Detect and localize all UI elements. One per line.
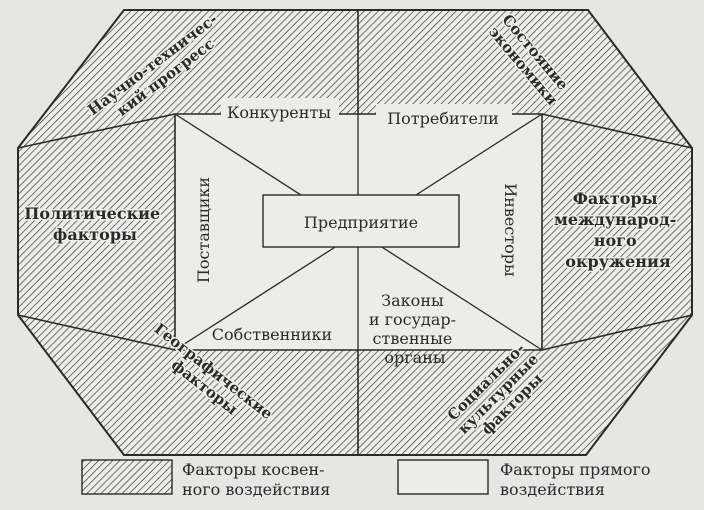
laws-line-2: и государ- bbox=[369, 310, 456, 329]
legend-indirect-line-1: Факторы косвен- bbox=[182, 460, 325, 479]
legend-indirect-line-2: ного воздействия bbox=[182, 480, 330, 499]
laws-line-3: ственные bbox=[373, 329, 453, 348]
consumers-label: Потребители bbox=[387, 109, 499, 128]
international-line-3: ного bbox=[594, 231, 637, 250]
laws-line-1: Законы bbox=[381, 291, 444, 310]
laws-label: Законы и государ- ственные органы bbox=[369, 291, 461, 367]
consumers-bg bbox=[376, 104, 512, 132]
suppliers-label: Поставщики bbox=[194, 177, 213, 283]
legend-direct-label: Факторы прямого воздействия bbox=[500, 460, 656, 499]
legend-indirect-swatch bbox=[81, 459, 173, 495]
international-line-1: Факторы bbox=[573, 189, 658, 208]
legend-direct-line-2: воздействия bbox=[500, 480, 605, 499]
international-line-2: междунаpод- bbox=[554, 210, 676, 229]
international-label: Факторы междунаpод- ного окружения bbox=[554, 189, 682, 271]
international-line-4: окружения bbox=[565, 252, 671, 271]
competitors-label: Конкуренты bbox=[227, 103, 331, 122]
laws-line-4: органы bbox=[384, 348, 445, 367]
competitors-bg bbox=[221, 98, 339, 126]
political-label: Политические факторы bbox=[24, 204, 166, 244]
center-label: Предприятие bbox=[304, 213, 418, 232]
legend-direct-swatch bbox=[397, 459, 489, 495]
center-box bbox=[262, 194, 460, 248]
political-line-2: факторы bbox=[53, 225, 137, 244]
legend-indirect-label: Факторы косвен- ного воздействия bbox=[182, 460, 330, 499]
ring-dividers bbox=[17, 10, 693, 455]
owners-label: Собственники bbox=[212, 325, 332, 344]
legend-direct-line-1: Факторы прямого bbox=[500, 460, 650, 479]
investors-label: Инвесторы bbox=[501, 183, 520, 277]
political-line-1: Политические bbox=[24, 204, 160, 223]
